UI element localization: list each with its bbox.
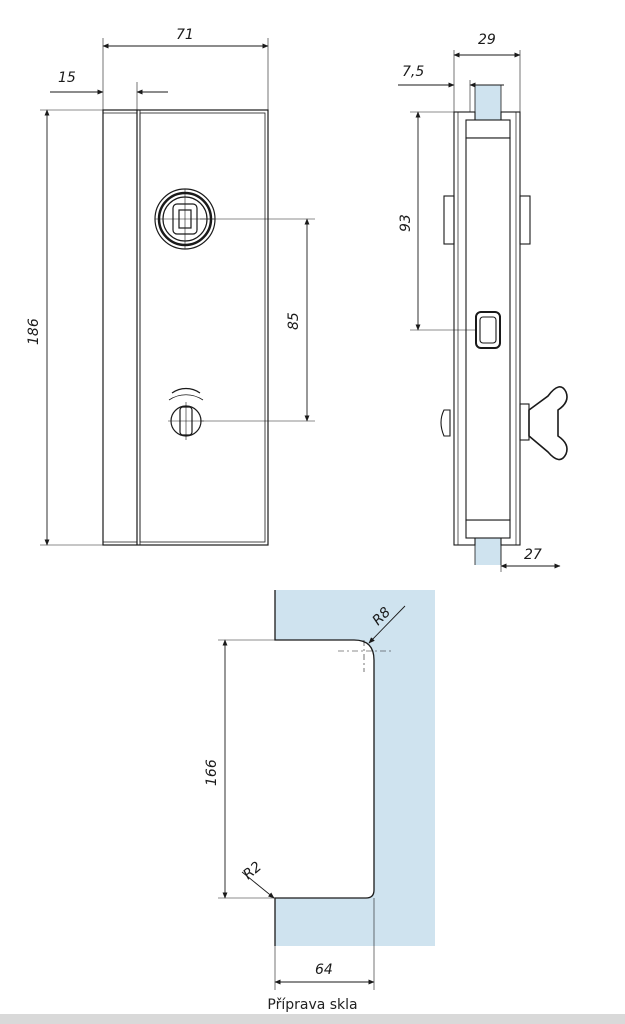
front-spacing-label: 85 bbox=[286, 312, 302, 330]
side-inset-label: 7,5 bbox=[402, 64, 424, 80]
side-depth-label: 27 bbox=[524, 547, 542, 563]
radius-bottom-label: R2 bbox=[240, 859, 265, 883]
front-plate-outline bbox=[102, 109, 269, 546]
front-view bbox=[40, 38, 315, 546]
front-offset-label: 15 bbox=[58, 70, 76, 86]
side-knob-icon bbox=[528, 386, 568, 461]
front-height-label: 186 bbox=[26, 318, 42, 345]
side-view bbox=[398, 50, 568, 572]
front-width-label: 71 bbox=[176, 27, 194, 43]
glass-panel bbox=[275, 590, 435, 946]
bottom-bar bbox=[0, 1014, 625, 1024]
glass-cutout bbox=[218, 590, 435, 990]
cutout-height-label: 166 bbox=[204, 759, 220, 786]
side-height-label: 93 bbox=[398, 214, 414, 232]
radius-bottom-leader bbox=[241, 871, 275, 899]
drawing-caption: Příprava skla bbox=[267, 997, 358, 1013]
cutout-width-label: 64 bbox=[315, 962, 333, 978]
indicator-knob-icon bbox=[168, 387, 204, 440]
cutout-edge bbox=[274, 590, 375, 946]
radius-top-leader bbox=[368, 605, 406, 644]
side-thickness-label: 29 bbox=[478, 32, 496, 48]
